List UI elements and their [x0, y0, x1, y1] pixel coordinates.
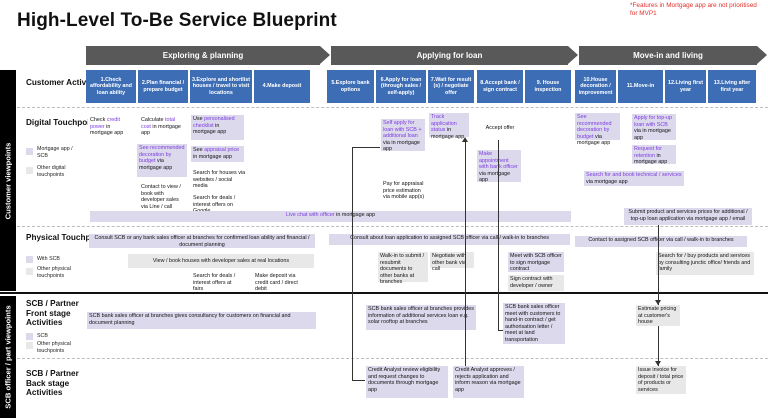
- touchpoint-negotiate: Negotiate with other bank via call: [430, 252, 474, 272]
- side-label-scb: SCB officer / part viewpoints: [0, 296, 16, 418]
- legend-swatch-other: [26, 342, 33, 349]
- legend-swatch-scb: [26, 148, 33, 155]
- line-of-visibility: [0, 292, 768, 294]
- touchpoint-view-book: View / book houses with developer sales …: [128, 254, 314, 268]
- phase-applying: Applying for loan: [331, 46, 568, 65]
- front-additional-services: SCB bank sales officer at branches provi…: [366, 305, 476, 330]
- touchpoint-request-retention: Request for retention in mortgage app: [632, 145, 676, 165]
- activity-house-inspection: 9. House inspection: [525, 70, 571, 103]
- activity-check-affordability: 1.Check affordability and loan ability: [86, 70, 136, 103]
- activity-house-decoration: 10.House decoration / improvement: [575, 70, 616, 103]
- activity-plan-financial: 2.Plan financial / prepare budget: [138, 70, 188, 103]
- activity-explore-houses: 3.Explore and shortlist houses / travel …: [190, 70, 252, 103]
- connector-line: [465, 140, 466, 366]
- touchpoint-book-services: Search for and book technical / services…: [584, 171, 684, 186]
- activity-apply-loan: 6.Apply for loan (through sales / self-a…: [376, 70, 426, 103]
- touchpoint-consult-loan: Consult about loan application to assign…: [329, 234, 570, 245]
- touchpoint-consult-scb: Consult SCB or any bank sales officer at…: [89, 234, 315, 248]
- legend-with-scb: With SCB: [37, 256, 60, 262]
- touchpoint-accept-offer: Accept offer: [478, 124, 522, 136]
- activity-wait-result: 7.Wait for result (s) / negotiate offer: [428, 70, 474, 103]
- row-label-activities: Customer Activities: [26, 78, 103, 87]
- connector-line: [352, 147, 353, 380]
- touchpoint-make-appointment: Make appointment with bank officer via m…: [477, 150, 521, 183]
- touchpoint-contact-view: Contact to view / book with developer sa…: [139, 183, 187, 214]
- connector-line: [352, 380, 365, 381]
- row-separator: [17, 358, 768, 359]
- touchpoint-appraisal-price: See appraisal price in mortgage app: [191, 146, 244, 162]
- touchpoint-walk-in: Walk-in to submit / resubmit documents t…: [378, 252, 428, 285]
- touchpoint-live-chat: Live chat with officer in mortgage app: [90, 211, 571, 222]
- touchpoint-meet-sign: Meet with SCB officer to sign mortgage c…: [508, 252, 564, 272]
- front-consultancy: SCB bank sales officer at branches gives…: [87, 312, 316, 329]
- touchpoint-search-deals-fairs: Search for deals / interest offers at fa…: [191, 272, 243, 292]
- touchpoint-contact-assigned: Contact to assigned SCB officer via call…: [575, 236, 747, 247]
- touchpoint-check-credit: Check credit power in mortgage app: [88, 116, 132, 139]
- legend-scb: SCB: [37, 333, 48, 339]
- touchpoint-make-deposit: Make deposit via credit card / direct de…: [253, 272, 307, 292]
- touchpoint-sign-developer: Sign contract with developer / owner: [508, 275, 564, 291]
- row-label-physical: Physical Touchpoints: [26, 233, 111, 242]
- phase-arrow: [320, 46, 330, 64]
- activity-living-after: 13.Living after first year: [708, 70, 756, 103]
- touchpoint-calculate-cost: Calculate total cost in mortgage app: [139, 116, 184, 139]
- touchpoint-recommended-decoration: See recommended decoration by budget via…: [137, 144, 187, 177]
- row-separator: [17, 107, 768, 108]
- touchpoint-personalised-checklist: Use personalised checklist in mortgage a…: [191, 115, 244, 140]
- connector-arrowhead: [655, 300, 661, 305]
- connector-arrowhead: [462, 137, 468, 142]
- legend-swatch-scb: [26, 333, 33, 340]
- touchpoint-submit-prices: Submit product and services prices for a…: [624, 208, 752, 225]
- row-label-back: SCB / Partner Back stage Activities: [26, 369, 79, 397]
- page-title: High-Level To-Be Service Blueprint: [17, 10, 337, 31]
- touchpoint-self-apply: Self apply for loan with SCB + additiona…: [381, 119, 425, 152]
- back-approve-reject: Credit Analyst approves / rejects applic…: [453, 366, 524, 398]
- touchpoint-track-status: Track application status in mortgage app: [429, 113, 469, 140]
- phase-move-in: Move-in and living: [579, 46, 757, 65]
- touchpoint-recommended-decoration-2: See recommended decoration by budget via…: [575, 113, 620, 146]
- legend-swatch-other: [26, 167, 33, 174]
- row-label-digital: Digital Touchpoints: [26, 118, 102, 127]
- mvp-footnote: *Features in Mortgage app are not priori…: [630, 2, 757, 17]
- row-separator: [17, 226, 768, 227]
- side-label-customer: Customer viewpoints: [0, 70, 16, 291]
- connector-line: [658, 326, 659, 366]
- legend-other-digital: Other digital touchpoints: [37, 165, 66, 178]
- phase-arrow: [757, 46, 767, 64]
- activity-living-first-year: 12.Living first year: [665, 70, 706, 103]
- activity-make-deposit: 4.Make deposit: [254, 70, 310, 103]
- phase-arrow: [568, 46, 578, 64]
- front-meet-customers: SCB bank sales officer meet with custome…: [503, 303, 565, 344]
- legend-mortgage-app: Mortgage app / SCB: [37, 146, 73, 159]
- legend-other-physical: Other physical touchpoints: [37, 266, 71, 279]
- touchpoint-search-buy: Search for / buy products and services b…: [656, 252, 754, 275]
- back-issue-invoice: Issue invoice for deposit / total price …: [636, 366, 686, 394]
- row-label-front: SCB / Partner Front stage Activities: [26, 299, 79, 327]
- legend-swatch-other: [26, 268, 33, 275]
- legend-swatch-scb: [26, 256, 33, 263]
- activity-move-in: 11.Move-in: [618, 70, 663, 103]
- connector-line: [658, 225, 659, 305]
- activity-explore-bank: 5.Explore bank options: [327, 70, 374, 103]
- touchpoint-top-up-loan: Apply for top-up loan with SCB via in mo…: [632, 114, 676, 141]
- back-review-eligibility: Credit Analyst review eligibility and re…: [366, 366, 448, 398]
- touchpoint-search-houses: Search for houses via websites / social …: [191, 169, 249, 189]
- phase-exploring: Exploring & planning: [86, 46, 320, 65]
- activity-accept-bank: 8.Accept bank / sign contract: [477, 70, 523, 103]
- connector-arrowhead: [655, 361, 661, 366]
- touchpoint-pay-appraisal: Pay for appraisal price estimation via m…: [381, 180, 431, 204]
- legend-other-front: Other physical touchpoints: [37, 341, 71, 354]
- connector-line: [498, 140, 499, 330]
- connector-line: [498, 330, 503, 331]
- connector-line: [352, 147, 380, 148]
- front-estimate-pricing: Estimate pricing at customer's house: [636, 305, 680, 326]
